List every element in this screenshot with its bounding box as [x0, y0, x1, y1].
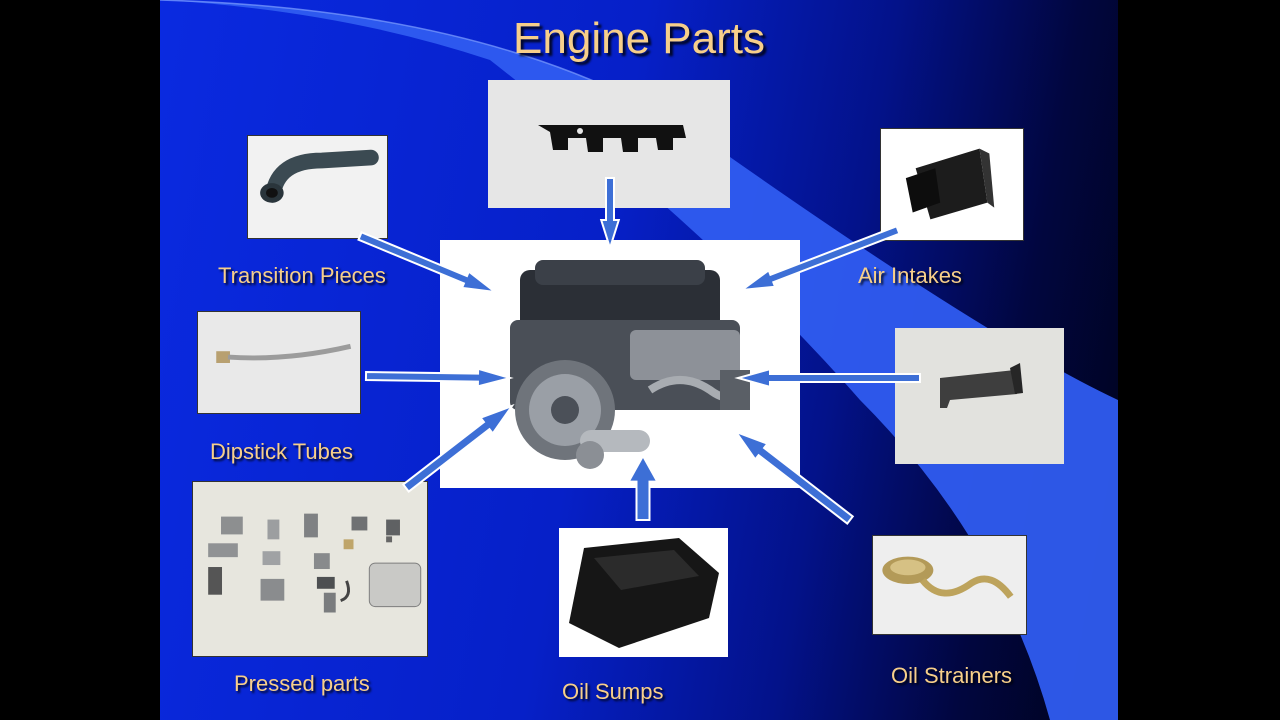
oil-strainer-icon: [882, 556, 1014, 599]
oil-sump-icon: [569, 538, 719, 648]
label-oil-sumps: Oil Sumps: [562, 679, 664, 704]
transition-pipe-photo: [247, 135, 388, 239]
gasket-icon: [538, 125, 686, 152]
gasket-photo: [488, 80, 730, 208]
slide: Engine Parts: [160, 0, 1118, 720]
transition-pipe-icon: [260, 149, 379, 203]
air-intake-icon: [905, 148, 995, 220]
slide-title: Engine Parts: [513, 14, 765, 63]
label-air-intakes: Air Intakes: [858, 263, 962, 288]
bracket-icon: [940, 363, 1023, 408]
label-dipstick-tubes: Dipstick Tubes: [210, 439, 354, 464]
dipstick-tube-photo: [197, 311, 361, 414]
dipstick-tube-icon: [216, 343, 352, 363]
pressed-parts-icon: [208, 513, 422, 613]
pressed-parts-photo: [192, 481, 428, 657]
air-intake-photo: [880, 128, 1024, 241]
label-transition-pieces: Transition Pieces: [218, 263, 386, 288]
oil-sump-photo: [559, 528, 728, 657]
engine-photo: [440, 240, 800, 488]
label-oil-strainers: Oil Strainers: [891, 663, 1013, 688]
bracket-photo: [895, 328, 1064, 464]
oil-strainer-photo: [872, 535, 1027, 635]
label-pressed-parts: Pressed parts: [234, 671, 370, 696]
engine-icon: [510, 260, 750, 469]
